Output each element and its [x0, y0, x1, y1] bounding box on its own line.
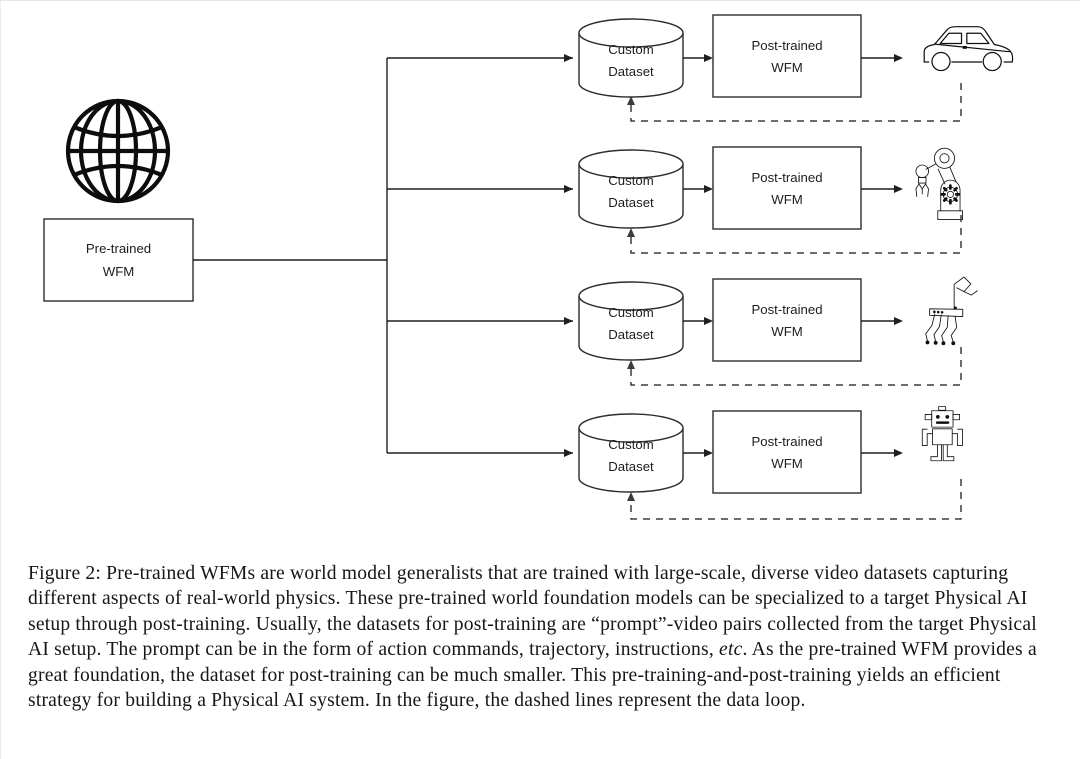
caption-body-part1: Pre-trained WFMs are world model general… — [28, 563, 1037, 661]
branch-row-1: Custom Dataset Post-trained WFM — [578, 14, 1014, 98]
figure-caption: Figure 2: Pre-trained WFMs are world mod… — [28, 561, 1053, 713]
dataset-label-line1: Custom — [608, 42, 653, 57]
dataset-label-line1: Custom — [608, 305, 653, 320]
pretrained-wfm-node[interactable]: Pre-trained WFM — [43, 218, 194, 302]
posttrained-wfm-label-line2: WFM — [771, 60, 803, 75]
posttrained-wfm-label-line1: Post-trained — [751, 38, 822, 53]
humanoid-robot-icon — [921, 406, 963, 462]
posttrained-wfm-node-4[interactable]: Post-trained WFM — [712, 410, 862, 494]
dataset-label-line2: Dataset — [608, 195, 654, 210]
dataset-to-model-arrow-4 — [683, 449, 713, 457]
dataset-to-model-arrow-3 — [683, 317, 713, 325]
posttrained-wfm-label-line1: Post-trained — [751, 302, 822, 317]
pretrained-wfm-label-line2: WFM — [103, 264, 135, 279]
caption-prefix: Figure 2: — [28, 563, 107, 584]
globe-icon — [65, 98, 171, 204]
robot-arm-icon — [915, 147, 963, 221]
dataset-to-model-arrow-1 — [683, 54, 713, 62]
branch-row-3: Custom Dataset Post-trained WFM — [578, 276, 978, 362]
custom-dataset-cylinder-2[interactable]: Custom Dataset — [578, 149, 684, 229]
dataset-to-model-arrow-2 — [683, 185, 713, 193]
posttrained-wfm-node-1[interactable]: Post-trained WFM — [712, 14, 862, 98]
diagram-canvas: Pre-trained WFM — [1, 1, 1080, 549]
dataset-label-line1: Custom — [608, 173, 653, 188]
car-icon — [923, 26, 1014, 72]
data-loop-dashed-1 — [627, 83, 962, 122]
posttrained-wfm-node-3[interactable]: Post-trained WFM — [712, 278, 862, 362]
dataset-label-line2: Dataset — [608, 459, 654, 474]
custom-dataset-cylinder-3[interactable]: Custom Dataset — [578, 281, 684, 361]
model-to-target-arrow-2 — [861, 185, 903, 193]
posttrained-wfm-node-2[interactable]: Post-trained WFM — [712, 146, 862, 230]
data-loop-dashed-3 — [627, 347, 962, 386]
dataset-label-line1: Custom — [608, 437, 653, 452]
custom-dataset-cylinder-4[interactable]: Custom Dataset — [578, 413, 684, 493]
data-loop-dashed-4 — [627, 479, 962, 520]
caption-italic-etc: etc — [719, 639, 743, 661]
posttrained-wfm-label-line2: WFM — [771, 324, 803, 339]
posttrained-wfm-label-line1: Post-trained — [751, 170, 822, 185]
model-to-target-arrow-1 — [861, 54, 903, 62]
posttrained-wfm-label-line1: Post-trained — [751, 434, 822, 449]
pipeline-diagram: Pre-trained WFM — [43, 14, 1014, 520]
dataset-label-line2: Dataset — [608, 64, 654, 79]
branch-row-2: Custom Dataset Post-trained WFM — [578, 146, 963, 230]
custom-dataset-cylinder-1[interactable]: Custom Dataset — [578, 18, 684, 98]
model-to-target-arrow-4 — [861, 449, 903, 457]
caption-body-part2: . As the pre-trained WFM provides a grea… — [28, 639, 1037, 712]
posttrained-wfm-label-line2: WFM — [771, 456, 803, 471]
quadruped-robot-icon — [925, 276, 978, 346]
posttrained-wfm-label-line2: WFM — [771, 192, 803, 207]
dataset-label-line2: Dataset — [608, 327, 654, 342]
pretrained-wfm-label-line1: Pre-trained — [86, 241, 151, 256]
branch-row-4: Custom Dataset Post-trained WFM — [578, 406, 963, 494]
branch-connector-tree — [193, 54, 573, 457]
model-to-target-arrow-3 — [861, 317, 903, 325]
data-loop-dashed-2 — [627, 215, 962, 254]
